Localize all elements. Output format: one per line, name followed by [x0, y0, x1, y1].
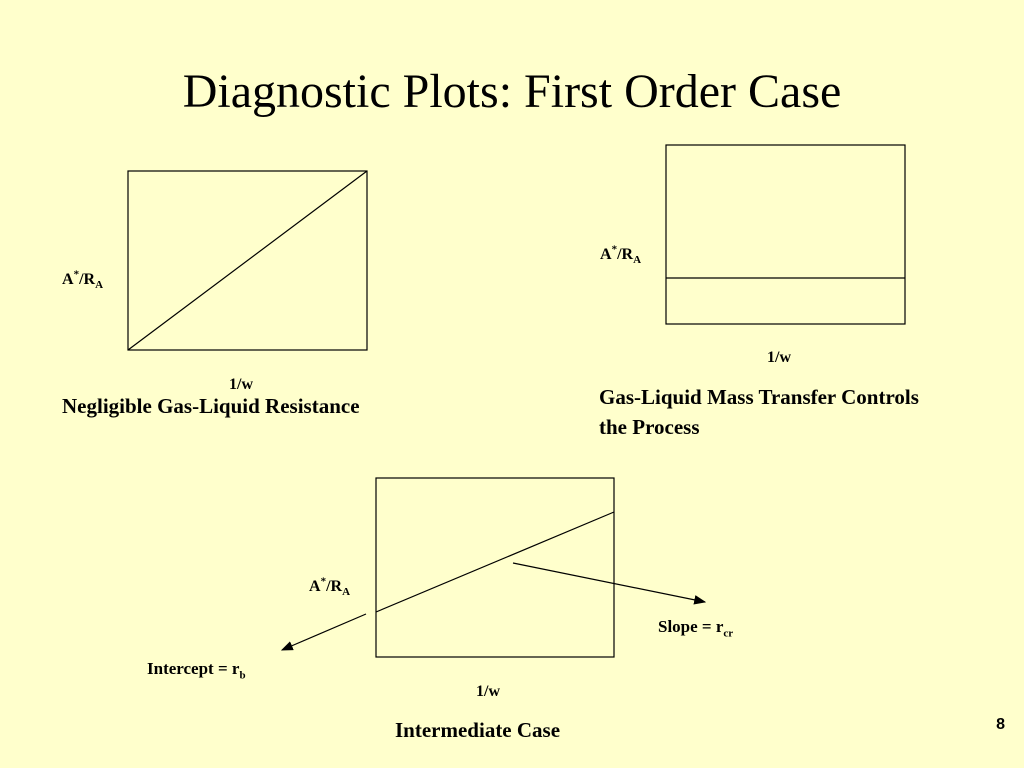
- plot1-diagonal-line: [127, 170, 368, 351]
- plot3-y-axis-label: A*/RA: [309, 575, 351, 599]
- plot1-frame: [127, 170, 368, 351]
- plot2-frame: [665, 144, 906, 325]
- plot1-x-axis-label: 1/w: [229, 376, 253, 393]
- plot3-caption: Intermediate Case: [395, 718, 561, 742]
- slide-title: Diagnostic Plots: First Order Case: [182, 65, 842, 118]
- plot3-sloped-line: [375, 511, 615, 613]
- plot3-x-axis-label: 1/w: [476, 683, 500, 700]
- slope-arrow: [512, 562, 707, 605]
- page-number: 8: [996, 716, 1005, 733]
- plot3-frame: [375, 477, 615, 658]
- plot2-x-axis-label: 1/w: [767, 349, 791, 366]
- plot2-caption-line2: the Process: [599, 415, 700, 439]
- slope-label: Slope = rcr: [658, 617, 734, 640]
- plot1-caption: Negligible Gas-Liquid Resistance: [62, 394, 360, 418]
- plot2-caption-line1: Gas-Liquid Mass Transfer Controls: [599, 385, 919, 409]
- intercept-label: Intercept = rb: [147, 659, 246, 682]
- intercept-arrow: [280, 613, 367, 651]
- plot2-caption: Gas-Liquid Mass Transfer Controls the Pr…: [599, 382, 919, 442]
- plot1-y-axis-label: A*/RA: [62, 268, 104, 292]
- plot2-y-axis-label: A*/RA: [600, 243, 642, 267]
